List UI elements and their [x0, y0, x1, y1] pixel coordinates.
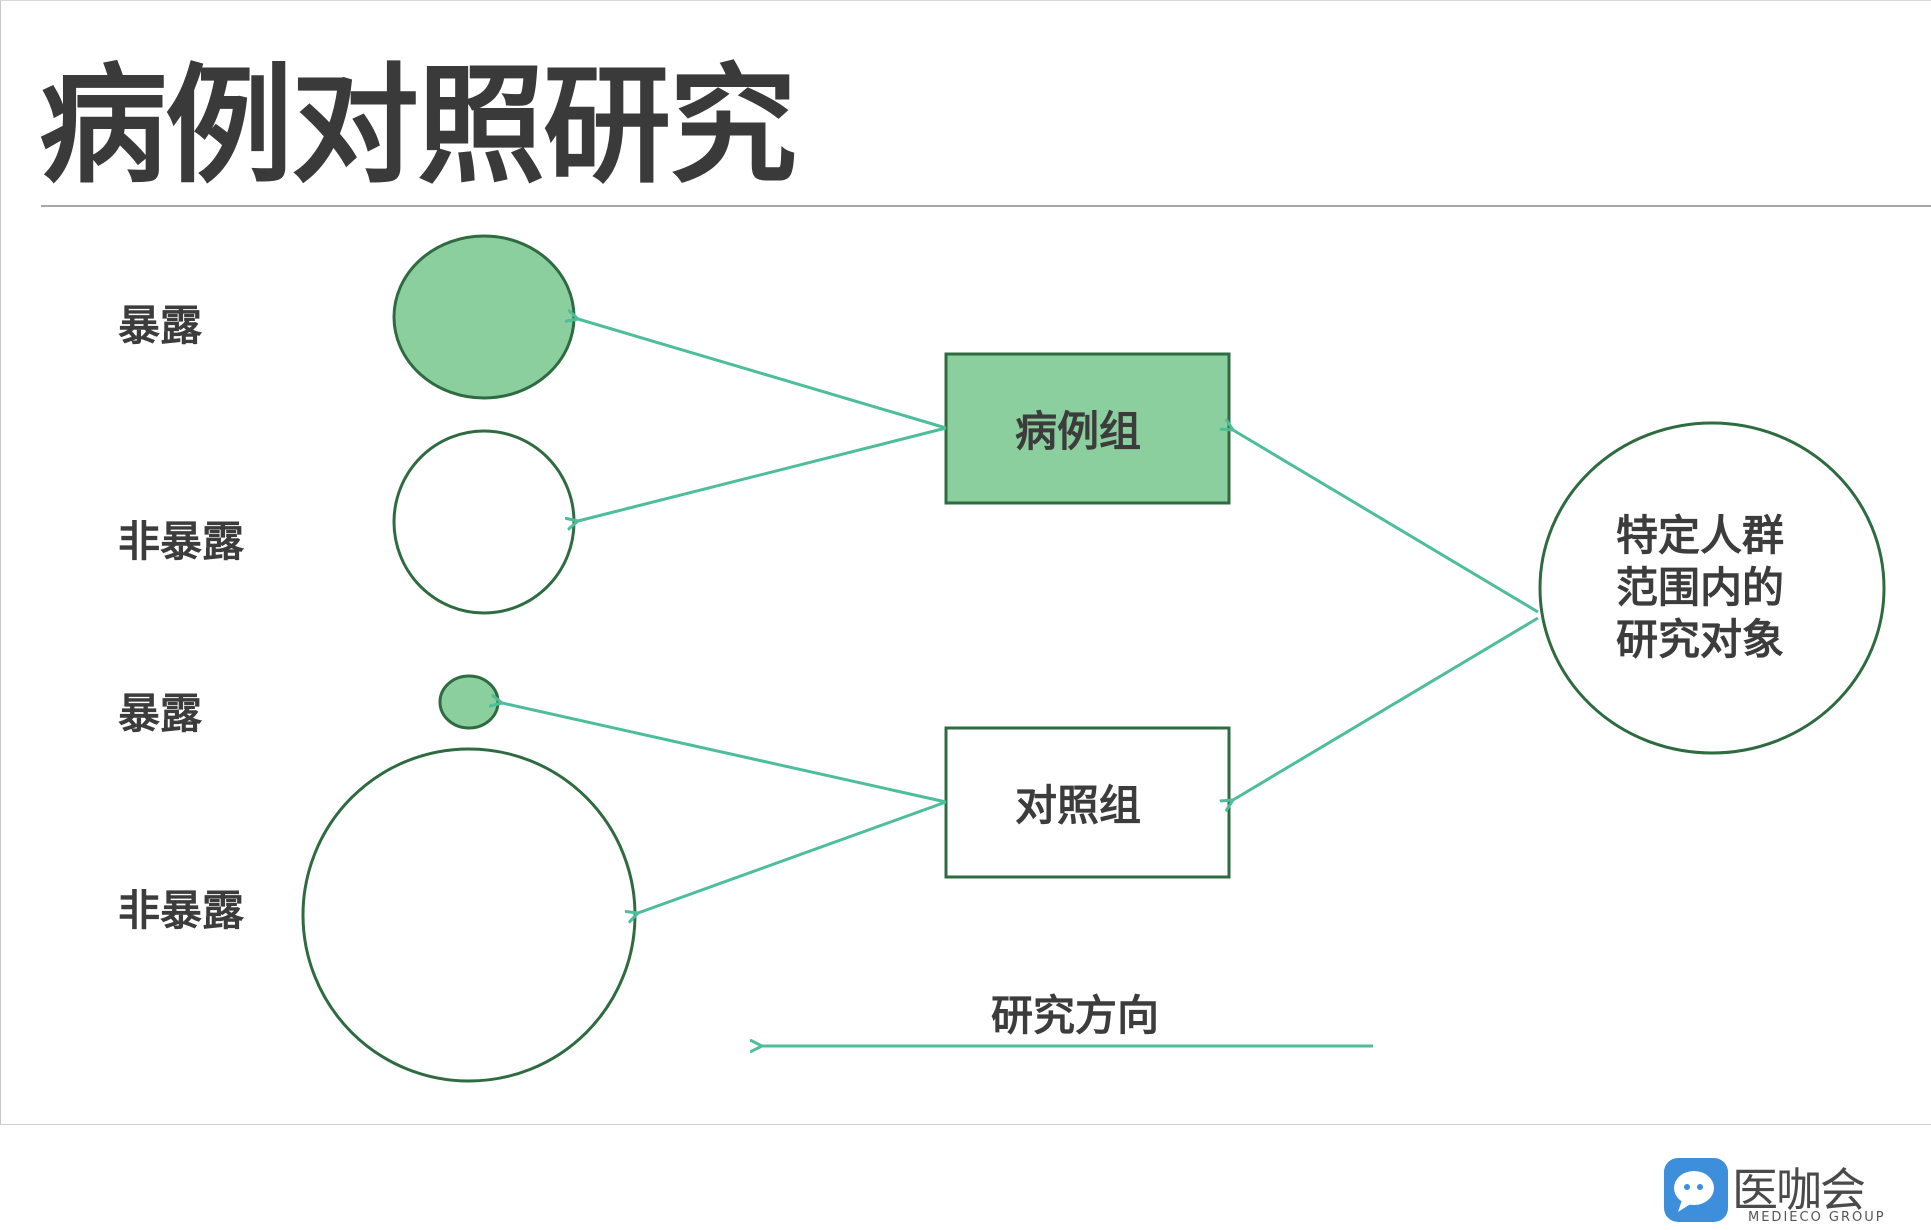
arrow-population-to-case	[1233, 430, 1539, 614]
slide-title: 病例对照研究	[39, 52, 797, 201]
label-exposed-top: 暴露	[118, 301, 203, 350]
label-non-exposed-top: 非暴露	[118, 517, 245, 566]
control-group-box	[944, 726, 1231, 879]
control-group-label: 对照组	[1015, 781, 1141, 830]
arrow-population-to-control	[1233, 616, 1539, 800]
case-group-box	[944, 352, 1231, 505]
arrow-case-to-non-exposed	[578, 426, 947, 521]
circle-control-non-exposed	[301, 747, 637, 1083]
case-control-diagram: 暴露 非暴露 暴露 非暴露 病例组 对照组 特定人群 范围内的 研究对象 研究方…	[118, 234, 1886, 1083]
circle-case-exposed	[392, 234, 576, 400]
circle-control-exposed	[438, 674, 500, 730]
title-divider	[41, 205, 1931, 207]
arrow-control-to-non-exposed	[638, 800, 947, 913]
label-non-exposed-bottom: 非暴露	[118, 886, 245, 935]
watermark-name: 医咖会	[1732, 1163, 1866, 1217]
arrow-control-to-exposed	[502, 703, 947, 804]
population-line-3: 研究对象	[1616, 615, 1784, 664]
study-direction-label: 研究方向	[991, 991, 1159, 1040]
chat-bubble-icon	[1664, 1158, 1728, 1222]
arrow-case-to-exposed	[578, 319, 947, 430]
watermark: 医咖会 MEDIECO GROUP	[1630, 1148, 1920, 1228]
watermark-subtitle: MEDIECO GROUP	[1748, 1210, 1886, 1225]
label-exposed-bottom: 暴露	[118, 689, 203, 738]
population-line-2: 范围内的	[1616, 563, 1784, 612]
circle-case-non-exposed	[392, 429, 576, 615]
population-line-1: 特定人群	[1616, 511, 1784, 560]
case-group-label: 病例组	[1015, 407, 1141, 456]
population-circle	[1538, 421, 1886, 755]
